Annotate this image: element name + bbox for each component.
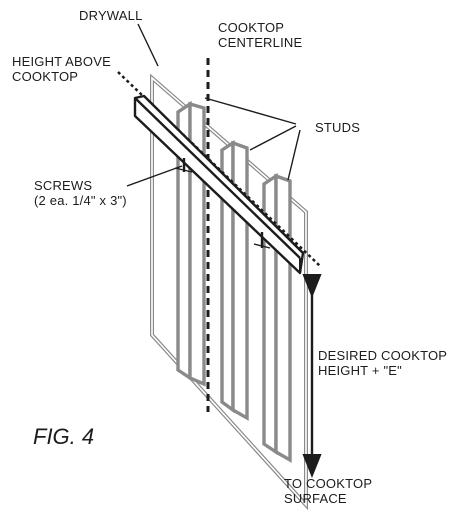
screws-label-line1: SCREWS (34, 178, 93, 193)
mounting-bracket (133, 94, 305, 275)
studs-leader-3 (287, 129, 301, 181)
cooktop-surface-label: TO COOKTOP SURFACE (284, 476, 372, 506)
centerline-label-line2: CENTERLINE (218, 35, 303, 50)
height-above-label-line2: COOKTOP (12, 69, 79, 84)
screw-right (253, 232, 271, 249)
desired-height-label-line1: DESIRED COOKTOP (318, 348, 448, 363)
screws-label: SCREWS (2 ea. 1/4" x 3") (34, 178, 127, 208)
height-above-label-line1: HEIGHT ABOVE (12, 54, 111, 69)
desired-height-label-line2: HEIGHT + "E" (318, 363, 402, 378)
centerline-label-line1: COOKTOP (218, 20, 285, 35)
cooktop-surface-label-line2: SURFACE (284, 491, 347, 506)
studs-label: STUDS (315, 120, 361, 135)
cooktop-surface-label-line1: TO COOKTOP (284, 476, 373, 491)
studs-leader-2 (249, 125, 297, 151)
drywall-leader (137, 23, 159, 67)
desired-height-label: DESIRED COOKTOP HEIGHT + "E" (318, 348, 447, 378)
screws-label-line2: (2 ea. 1/4" x 3") (34, 193, 127, 208)
figure-label: FIG. 4 (33, 424, 95, 449)
screw-left (174, 158, 193, 173)
height-above-label: HEIGHT ABOVE COOKTOP (12, 54, 111, 84)
screws-leader (126, 165, 183, 187)
drywall-label: DRYWALL (79, 8, 143, 23)
studs-leader-1 (204, 97, 297, 125)
centerline-label: COOKTOP CENTERLINE (218, 20, 302, 50)
